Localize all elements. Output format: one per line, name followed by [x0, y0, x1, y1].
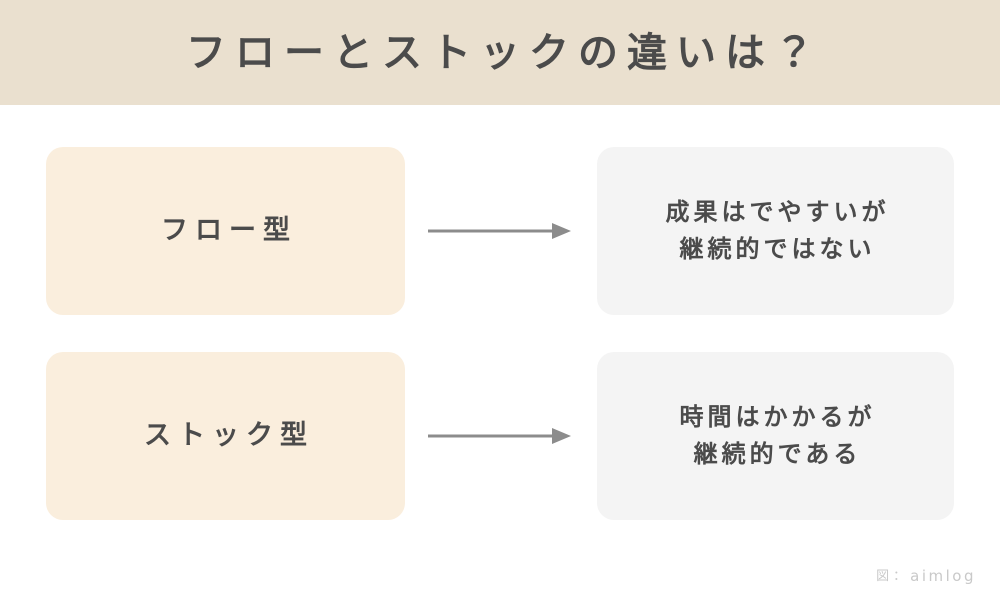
stock-type-card[interactable]: ストック型	[46, 352, 405, 520]
credit-separator: ：	[893, 569, 907, 584]
stock-type-label: ストック型	[144, 419, 314, 451]
header-band: フローとストックの違いは？	[0, 0, 1000, 105]
page-title: フローとストックの違いは？	[186, 29, 823, 76]
flow-type-result-card[interactable]: 成果はでやすいが 継続的ではない	[597, 147, 954, 315]
figure-glyph: 図	[876, 569, 890, 584]
diagram-area: フロー型 成果はでやすいが 継続的ではない ストック型	[0, 105, 1000, 600]
comparison-row: ストック型 時間はかかるが 継続的である	[0, 352, 1000, 520]
result-line: 成果はでやすいが	[665, 197, 890, 226]
credit-line: 図 ： aimlog	[876, 569, 976, 584]
stock-type-result-card[interactable]: 時間はかかるが 継続的である	[597, 352, 954, 520]
arrow-right-icon	[428, 221, 572, 241]
result-line: 継続的である	[693, 440, 862, 468]
result-line: 継続的ではない	[679, 235, 876, 263]
flow-type-result-text: 成果はでやすいが 継続的ではない	[662, 194, 890, 268]
flow-type-label: フロー型	[161, 214, 297, 246]
stock-type-result-text: 時間はかかるが 継続的である	[676, 399, 876, 473]
credit-source-name: aimlog	[910, 567, 976, 585]
arrow-right-icon	[428, 426, 572, 446]
flow-type-card[interactable]: フロー型	[46, 147, 405, 315]
result-line: 時間はかかるが	[679, 402, 876, 431]
comparison-row: フロー型 成果はでやすいが 継続的ではない	[0, 147, 1000, 315]
